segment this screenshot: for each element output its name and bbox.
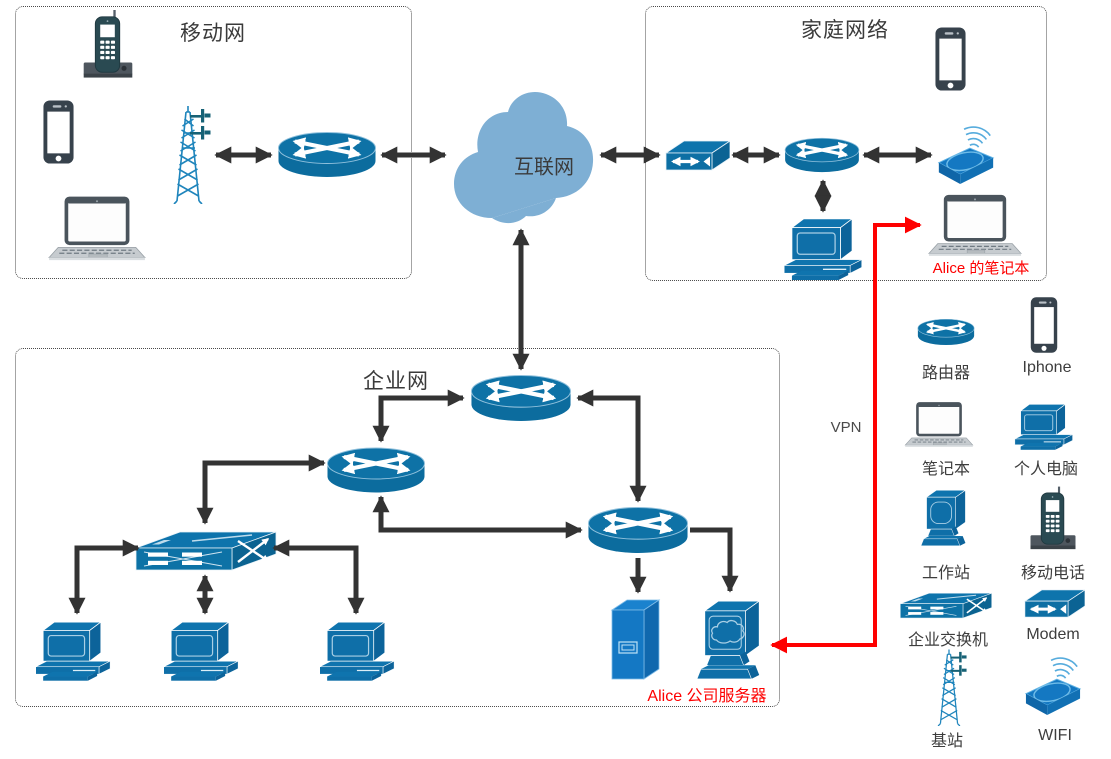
internet-cloud-label: 互联网 bbox=[514, 156, 574, 179]
enterprise-server-icon bbox=[611, 599, 660, 680]
legend-wifi-icon bbox=[1025, 657, 1081, 716]
legend-base-station-icon bbox=[937, 648, 968, 726]
legend-label-mobile-phone: 移动电话 bbox=[1020, 565, 1086, 582]
legend-label-modem: Modem bbox=[1026, 626, 1080, 643]
home-iphone-icon bbox=[935, 27, 966, 91]
link-switch-pc1 bbox=[68, 539, 140, 615]
link-router-top-right bbox=[576, 389, 647, 503]
home-wifi-icon bbox=[937, 126, 995, 185]
legend-modem-icon bbox=[1025, 590, 1085, 617]
alice-server-label: Alice 公司服务器 bbox=[647, 688, 767, 705]
legend-label-base-station: 基站 bbox=[930, 733, 964, 750]
enterprise-router-left-icon bbox=[328, 448, 425, 492]
legend-label-laptop: 笔记本 bbox=[921, 461, 971, 478]
legend-router-icon bbox=[918, 319, 974, 345]
legend-label-router: 路由器 bbox=[921, 365, 971, 382]
alice-laptop-icon bbox=[927, 194, 1023, 258]
enterprise-switch-icon bbox=[136, 532, 276, 570]
home-router-icon bbox=[785, 138, 859, 172]
enterprise-router-top-icon bbox=[471, 376, 570, 421]
home-network-title: 家庭网络 bbox=[801, 19, 889, 42]
enterprise-network-title: 企业网 bbox=[363, 370, 429, 393]
mobile-net-base-station-icon bbox=[173, 105, 212, 204]
mobile-net-phone-icon bbox=[83, 10, 133, 79]
enterprise-pc2-icon bbox=[163, 621, 239, 682]
alice-laptop-label: Alice 的笔记本 bbox=[932, 260, 1030, 277]
legend-pc-icon bbox=[1014, 403, 1074, 450]
legend-workstation-icon bbox=[921, 489, 966, 547]
link-router-workstation bbox=[690, 527, 739, 593]
mobile-net-router-icon bbox=[279, 133, 376, 177]
mobile-network-title: 移动网 bbox=[180, 22, 246, 45]
home-pc-icon bbox=[783, 218, 863, 280]
legend-label-iphone: Iphone bbox=[1022, 359, 1072, 376]
vpn-connection-line bbox=[770, 216, 922, 654]
legend-label-workstation: 工作站 bbox=[921, 565, 971, 582]
enterprise-pc3-icon bbox=[319, 621, 395, 682]
alice-server-workstation-icon bbox=[697, 600, 760, 680]
legend-mobile-phone-icon bbox=[1029, 486, 1077, 550]
link-router-top-left bbox=[372, 389, 465, 443]
link-router-left-switch bbox=[196, 454, 326, 525]
mobile-network-box bbox=[15, 6, 412, 279]
legend-iphone-icon bbox=[1030, 297, 1058, 353]
vpn-label: VPN bbox=[830, 419, 862, 436]
home-modem-icon bbox=[666, 141, 730, 170]
link-router-left-right bbox=[372, 495, 583, 539]
connection-arrows bbox=[68, 146, 933, 615]
legend-enterprise-switch-icon bbox=[900, 593, 991, 618]
link-switch-pc3 bbox=[272, 539, 365, 615]
legend-label-pc: 个人电脑 bbox=[1013, 461, 1079, 478]
legend-laptop-icon bbox=[903, 402, 975, 448]
enterprise-pc1-icon bbox=[35, 621, 111, 682]
legend-label-switch: 企业交换机 bbox=[907, 632, 989, 649]
legend-label-wifi: WIFI bbox=[1038, 727, 1072, 744]
enterprise-router-right-icon bbox=[588, 508, 687, 553]
mobile-net-laptop-icon bbox=[47, 196, 147, 262]
mobile-net-iphone-icon bbox=[43, 100, 74, 164]
